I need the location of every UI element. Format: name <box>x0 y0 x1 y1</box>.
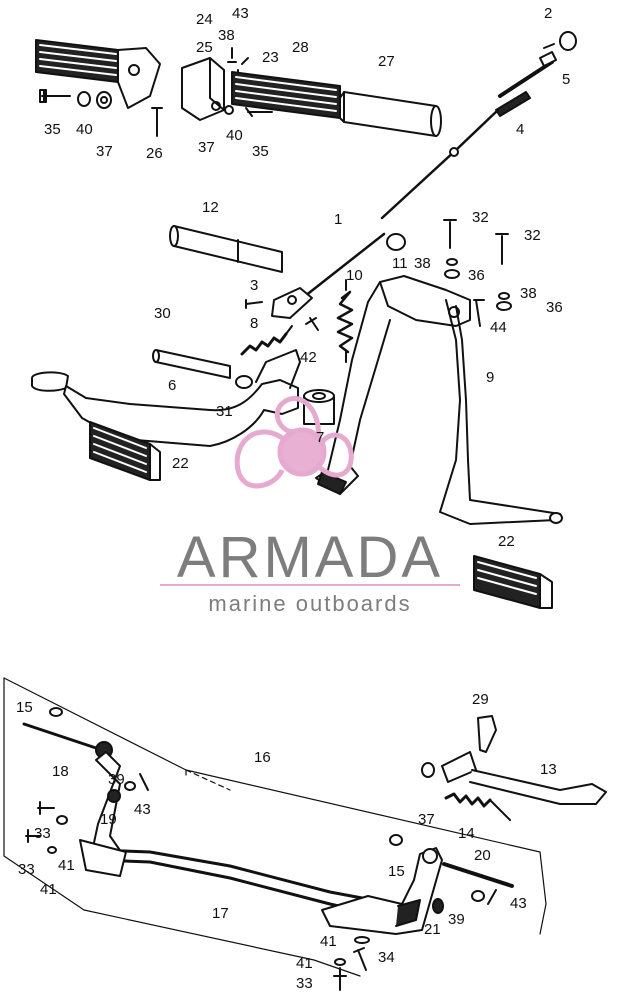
pedal-arm-plate <box>245 287 319 331</box>
brand-rule <box>160 584 460 586</box>
brand-name: ARMADA <box>176 525 444 590</box>
callout-label: 44 <box>490 319 507 336</box>
callout-label: 1 <box>334 211 343 228</box>
callout-label: 33 <box>34 825 51 842</box>
callout-label: 33 <box>296 975 313 992</box>
callout-label: 37 <box>198 139 215 156</box>
callout-label: 35 <box>252 143 269 160</box>
callout-label: 41 <box>58 857 75 874</box>
callout-label: 5 <box>562 71 571 88</box>
brake-tube <box>339 91 442 137</box>
callout-label: 13 <box>540 761 557 778</box>
callout-label: 28 <box>292 39 309 56</box>
callout-label: 9 <box>486 369 495 386</box>
pedal-sleeve <box>169 225 283 273</box>
brake-lever-rear <box>321 834 514 991</box>
brand-tagline: marine outboards <box>208 591 412 616</box>
callout-label: 27 <box>378 53 395 70</box>
callout-label: 4 <box>516 121 525 138</box>
callout-label: 36 <box>546 299 563 316</box>
callout-label: 22 <box>498 533 515 550</box>
right-footpeg <box>231 71 341 119</box>
callout-label: 35 <box>44 121 61 138</box>
callout-label: 33 <box>18 861 35 878</box>
callout-label: 23 <box>262 49 279 66</box>
callout-label: 43 <box>134 801 151 818</box>
callout-label: 15 <box>16 699 33 716</box>
adjuster-rod <box>22 707 113 759</box>
pedal-rubber-left <box>89 421 161 481</box>
callout-label: 40 <box>76 121 93 138</box>
callout-label: 39 <box>448 911 465 928</box>
callout-label: 17 <box>212 905 229 922</box>
pivot-shaft <box>152 349 231 379</box>
callout-label: 36 <box>468 267 485 284</box>
callout-label: 22 <box>172 455 189 472</box>
brake-cross-rod <box>79 839 364 912</box>
callout-label: 30 <box>154 305 171 322</box>
callout-label: 19 <box>100 811 117 828</box>
callout-label: 11 <box>392 255 408 272</box>
callout-label: 24 <box>196 11 213 28</box>
callout-label: 21 <box>424 921 441 938</box>
callout-label: 41 <box>40 881 57 898</box>
rear-brake-arm <box>421 715 607 821</box>
callout-label: 29 <box>472 691 489 708</box>
callout-label: 41 <box>296 955 313 972</box>
callout-label: 20 <box>474 847 491 864</box>
callout-label: 41 <box>320 933 337 950</box>
callout-label: 2 <box>544 5 553 22</box>
callout-label: 40 <box>226 127 243 144</box>
callout-label: 39 <box>108 771 125 788</box>
callout-label: 7 <box>316 429 325 446</box>
footpeg-bracket <box>181 47 249 121</box>
callout-label: 43 <box>232 5 249 22</box>
pedal-rubber-right <box>473 555 553 609</box>
callout-label: 6 <box>168 377 177 394</box>
stand-fasteners <box>386 219 512 327</box>
callout-label: 32 <box>524 227 541 244</box>
assembly-frame <box>3 677 547 977</box>
callout-label: 26 <box>146 145 163 162</box>
callout-label: 12 <box>202 199 219 216</box>
callout-label: 18 <box>52 763 69 780</box>
callout-label: 8 <box>250 315 259 332</box>
callout-label: 38 <box>414 255 431 272</box>
left-footpeg <box>35 39 161 109</box>
callout-label: 10 <box>346 267 363 284</box>
callout-label: 15 <box>388 863 405 880</box>
callout-label: 37 <box>418 811 435 828</box>
return-spring <box>240 325 293 356</box>
callout-label: 43 <box>510 895 527 912</box>
callout-label: 16 <box>254 749 271 766</box>
callout-label: 38 <box>218 27 235 44</box>
callout-label: 42 <box>300 349 317 366</box>
pivot-bush <box>303 389 335 425</box>
callout-label: 38 <box>520 285 537 302</box>
callout-label: 3 <box>250 277 259 294</box>
callout-label: 14 <box>458 825 475 842</box>
callout-label: 34 <box>378 949 395 966</box>
brake-rod-assembly <box>380 31 577 220</box>
center-stand <box>315 275 563 525</box>
left-footpeg-fasteners <box>39 89 163 137</box>
stand-rod <box>298 232 386 302</box>
callout-label: 32 <box>472 209 489 226</box>
callout-label: 37 <box>96 143 113 160</box>
stand-spring <box>336 279 354 363</box>
callout-label: 31 <box>216 403 233 420</box>
callout-label: 25 <box>196 39 213 56</box>
